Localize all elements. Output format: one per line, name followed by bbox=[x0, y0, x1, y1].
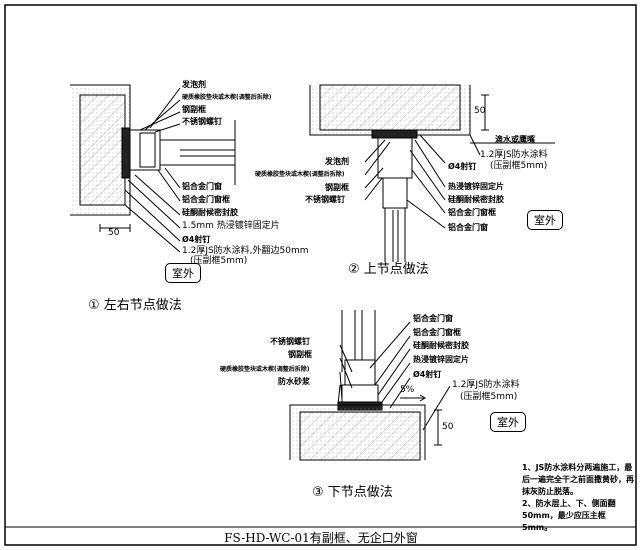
outdoor-tag: 室外 bbox=[165, 263, 201, 283]
top-label: 钢副框 bbox=[325, 183, 349, 192]
top-label: 铝合金门窗框 bbox=[448, 208, 496, 217]
bottom-label: (压副框5mm) bbox=[460, 392, 518, 402]
caption-left-detail: ① 左右节点做法 bbox=[88, 298, 182, 313]
top-label: 硬质橡胶垫块或木楔(调整后拆除) bbox=[255, 171, 345, 178]
left-label: 铝合金门窗框 bbox=[182, 195, 230, 204]
top-detail bbox=[309, 84, 555, 262]
left-label: 不锈钢螺钉 bbox=[182, 117, 222, 126]
dimension-50: 50 bbox=[474, 106, 486, 116]
dimension-50: 50 bbox=[442, 422, 454, 432]
left-label: 1.5mm 热浸镀锌固定片 bbox=[182, 221, 280, 231]
top-label: 铝合金门窗 bbox=[448, 223, 488, 232]
bottom-label: 1.2厚JS防水涂料 bbox=[452, 380, 520, 390]
top-label: Ø4射钉 bbox=[448, 162, 477, 171]
left-label: 钢副框 bbox=[182, 105, 206, 114]
left-label: Ø4射钉 bbox=[182, 235, 211, 244]
top-label: 不锈钢螺钉 bbox=[305, 195, 345, 204]
caption-top-detail: ② 上节点做法 bbox=[348, 262, 429, 277]
bottom-detail bbox=[289, 310, 451, 461]
note-2: 2、防水层上、下、侧面翻50mm，最少应压主框5mm。 bbox=[522, 499, 616, 532]
outdoor-tag: 室外 bbox=[527, 210, 563, 230]
top-label: (压副框5mm) bbox=[490, 161, 548, 171]
bottom-label: 不锈钢螺钉 bbox=[270, 337, 310, 346]
dimension-50: 50 bbox=[108, 228, 120, 238]
bottom-label: Ø4射钉 bbox=[413, 370, 442, 379]
left-label: 铝合金门窗 bbox=[182, 182, 222, 191]
drawing-title: FS-HD-WC-01有副框、无企口外窗 bbox=[224, 531, 418, 545]
top-label: 1.2厚JS防水涂料 bbox=[480, 150, 548, 160]
top-label: 滴水或鹰嘴 bbox=[495, 135, 535, 144]
bottom-label: 铝合金门窗 bbox=[413, 314, 453, 323]
bottom-label: 铝合金门窗框 bbox=[413, 328, 461, 337]
left-label: 1.2厚JS防水涂料,外翻边50mm bbox=[182, 246, 309, 256]
bottom-label: 钢副框 bbox=[288, 350, 312, 359]
left-label: 硅酮耐候密封胶 bbox=[182, 208, 238, 217]
top-label: 发泡剂 bbox=[325, 157, 349, 166]
left-label: (压副框5mm) bbox=[190, 256, 248, 266]
slope-label: 5% bbox=[400, 385, 415, 395]
left-label: 硬质橡胶垫块或木楔(调整后拆除) bbox=[182, 94, 272, 101]
left-detail bbox=[70, 84, 236, 253]
bottom-label: 硅酮耐候密封胶 bbox=[413, 341, 469, 350]
top-label: 硅酮耐候密封胶 bbox=[448, 195, 504, 204]
top-label: 热浸镀锌固定片 bbox=[448, 182, 504, 191]
bottom-label: 防水砂浆 bbox=[278, 377, 310, 386]
left-label: 发泡剂 bbox=[182, 80, 206, 89]
caption-bottom-detail: ③ 下节点做法 bbox=[312, 485, 393, 500]
note-1: 1、JS防水涂料分两遍施工，最后一遍完全干之前面撒黄砂，再抹灰防止脱落。 bbox=[522, 463, 634, 496]
outdoor-tag: 室外 bbox=[490, 412, 526, 432]
bottom-label: 硬质橡胶垫块或木楔(调整后拆除) bbox=[220, 366, 310, 373]
bottom-label: 热浸镀锌固定片 bbox=[413, 355, 469, 364]
